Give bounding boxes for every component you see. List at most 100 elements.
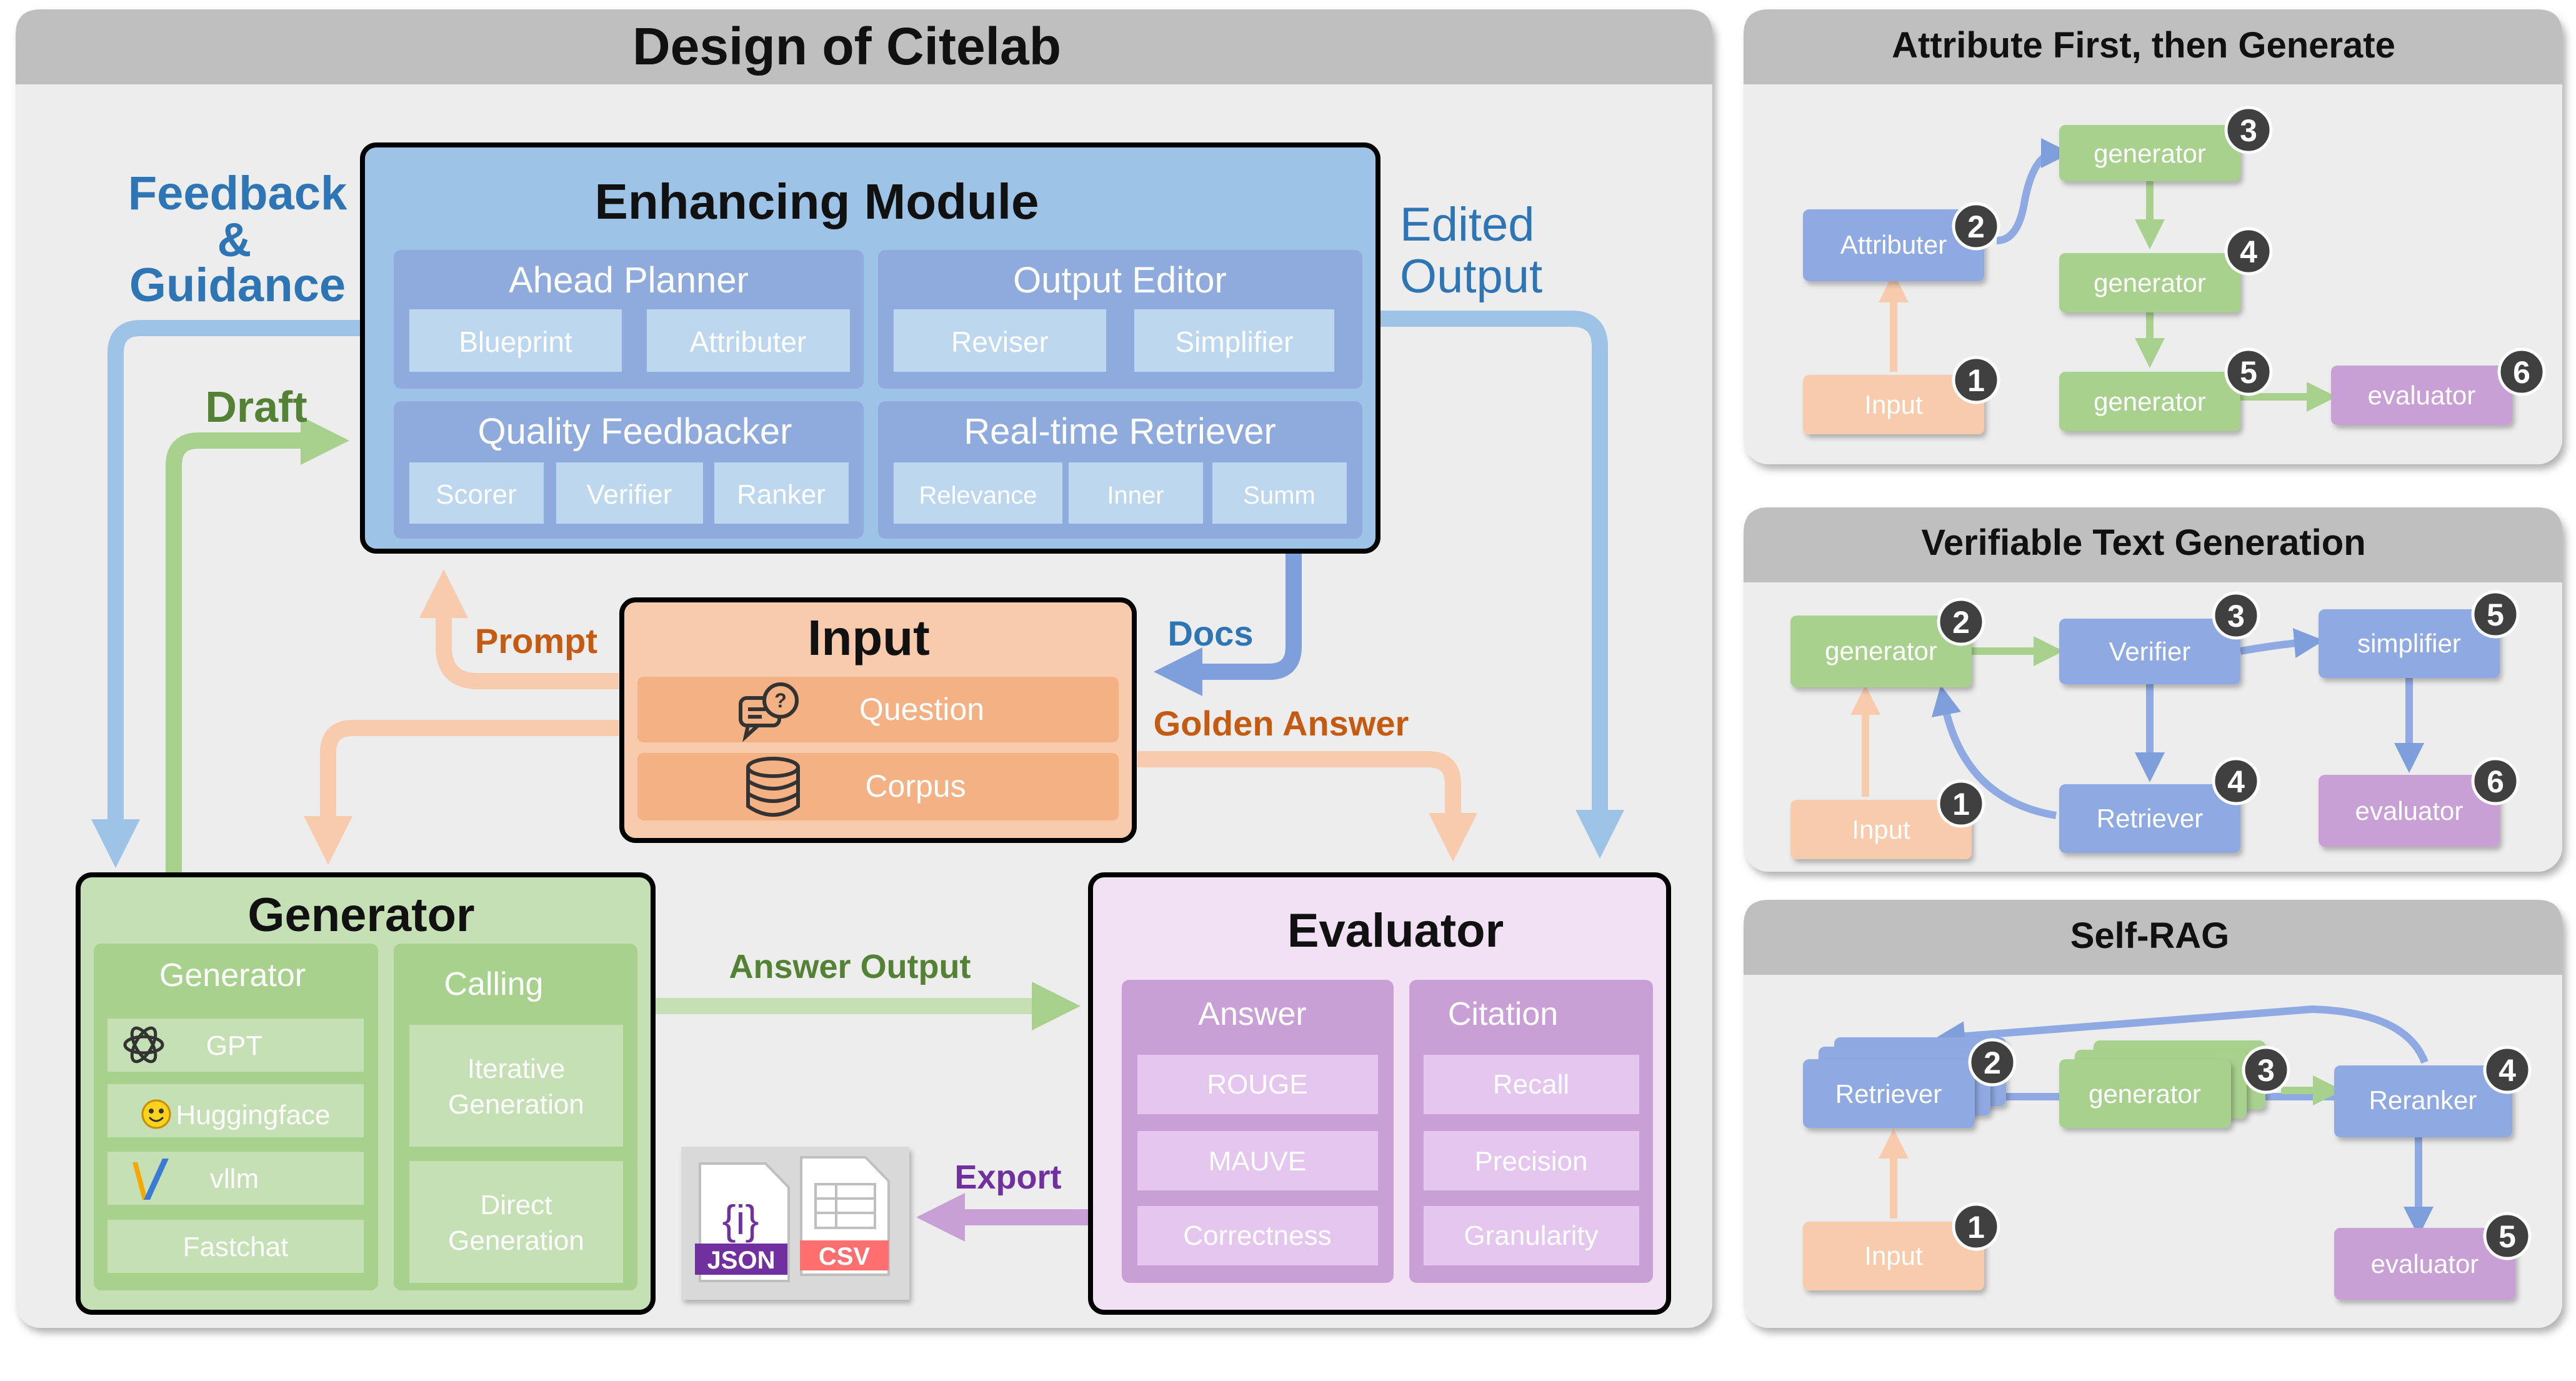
summ-label: Summ [1243,482,1315,509]
docs-label: Docs [1168,614,1254,653]
input-box: Input ? Question Corpus [619,597,1137,843]
recall-label: Recall [1493,1069,1569,1100]
selfrag-badge-5: 5 [2483,1212,2532,1260]
blueprint-item [409,309,622,372]
afg-badge-2: 2 [1952,202,2000,251]
prompt-label: Prompt [475,621,597,661]
svg-text:2: 2 [1967,209,1985,244]
selfrag-step-badges: 2 3 4 1 5 [1952,1038,2532,1260]
mauve-label: MAUVE [1209,1146,1306,1177]
vtg-node-verifier: Verifier [2059,619,2240,684]
scorer-label: Scorer [436,479,517,510]
ranker-label: Ranker [737,479,826,510]
vtg-badge-5: 5 [2471,590,2520,639]
selfrag-node-evaluator: evaluator [2334,1228,2515,1300]
svg-text:generator: generator [1825,636,1937,666]
simplifier-label: Simplifier [1175,326,1293,358]
direct-generation-item [409,1161,623,1283]
svg-text:evaluator: evaluator [2371,1249,2479,1279]
question-label: Question [859,692,984,727]
svg-text:evaluator: evaluator [2368,381,2476,410]
calling-col-title: Calling [444,966,544,1002]
svg-text:3: 3 [2257,1053,2275,1088]
selfrag-node-reranker: Reranker [2334,1065,2512,1137]
attributer-item [647,309,850,372]
svg-text:3: 3 [2240,113,2257,148]
corpus-label: Corpus [865,769,966,804]
ahead-planner-title: Ahead Planner [509,260,749,301]
openai-icon [123,1026,164,1064]
svg-text:{i}: {i} [722,1197,759,1243]
vtg-step-badges: 2 3 5 1 4 6 [1937,590,2520,828]
quality-feedbacker-title: Quality Feedbacker [478,411,792,452]
generator-col-title: Generator [159,957,306,994]
relevance-item [894,462,1062,524]
afg-node-generator-1: generator [2059,125,2240,181]
afg-badge-4: 4 [2224,227,2273,276]
golden-answer-label: Golden Answer [1154,704,1409,743]
gpt-label: GPT [206,1030,262,1061]
output-editor-title: Output Editor [1013,260,1227,301]
ranker-item [714,462,849,524]
relevance-label: Relevance [919,482,1037,509]
json-label: JSON [707,1247,776,1274]
afg-node-generator-3: generator [2059,372,2240,431]
vtg-badge-3: 3 [2212,591,2260,640]
fastchat-item [107,1220,364,1273]
realtime-retriever-title: Real-time Retriever [964,411,1276,452]
granularity-item [1424,1206,1639,1265]
vtg-node-evaluator: evaluator [2319,775,2500,847]
direct-generation-label-1: Direct [481,1190,552,1220]
iterative-generation-item [409,1025,623,1147]
huggingface-label: Huggingface [176,1100,330,1130]
vtg-badge-2: 2 [1937,597,1985,646]
svg-text:5: 5 [2487,597,2504,632]
svg-text:2: 2 [1984,1045,2001,1080]
summ-item [1212,462,1347,524]
svg-text:generator: generator [2094,268,2206,297]
afg-badge-1: 1 [1952,356,2000,404]
svg-text:1: 1 [1967,363,1985,398]
inner-item [1069,462,1203,524]
svg-text:?: ? [774,689,787,712]
afg-step-badges: 3 2 4 1 5 6 [1952,106,2546,404]
vtg-node-generator: generator [1790,616,1972,687]
panel-self-rag: Self-RAG Retriever generator Reranker In… [1744,900,2562,1328]
svg-text:4: 4 [2227,764,2245,799]
database-icon [746,757,800,817]
input-title: Input [807,610,929,666]
enhancing-title: Enhancing Module [594,174,1039,229]
afg-badge-6: 6 [2497,347,2546,396]
svg-text:generator: generator [2094,139,2206,168]
feedback-label-3: Guidance [129,259,346,312]
enhancing-module: Enhancing Module Ahead Planner Blueprint… [360,142,1380,554]
iterative-generation-label-1: Iterative [467,1054,566,1084]
rouge-label: ROUGE [1207,1069,1307,1100]
svg-text:5: 5 [2499,1219,2516,1254]
svg-text:Verifier: Verifier [2109,637,2191,666]
afg-title: Attribute First, then Generate [1892,25,2395,66]
afg-badge-3: 3 [2224,106,2273,154]
blueprint-label: Blueprint [459,326,572,358]
question-icon: ? [739,682,799,742]
verifier-item [556,462,703,524]
reviser-item [894,309,1106,372]
verifier-label: Verifier [587,479,672,510]
selfrag-badge-1: 1 [1952,1202,2000,1251]
panel-attribute-first: Attribute First, then Generate generator… [1744,9,2562,464]
svg-text:Attributer: Attributer [1840,230,1947,259]
output-editor-group: Output Editor Reviser Simplifier [878,250,1362,389]
csv-file-icon: CSV [800,1156,890,1276]
rouge-item [1137,1055,1378,1114]
selfrag-node-input: Input [1803,1222,1984,1290]
draft-label: Draft [205,382,307,431]
edited-label-2: Output [1400,250,1542,303]
selfrag-title: Self-RAG [2070,915,2230,956]
selfrag-badge-4: 4 [2483,1045,2532,1094]
vtg-node-retriever: Retriever [2059,784,2240,853]
svg-text:evaluator: evaluator [2355,796,2464,825]
attributer-label: Attributer [690,326,807,358]
recall-item [1424,1055,1639,1114]
answer-col-title: Answer [1198,996,1306,1032]
